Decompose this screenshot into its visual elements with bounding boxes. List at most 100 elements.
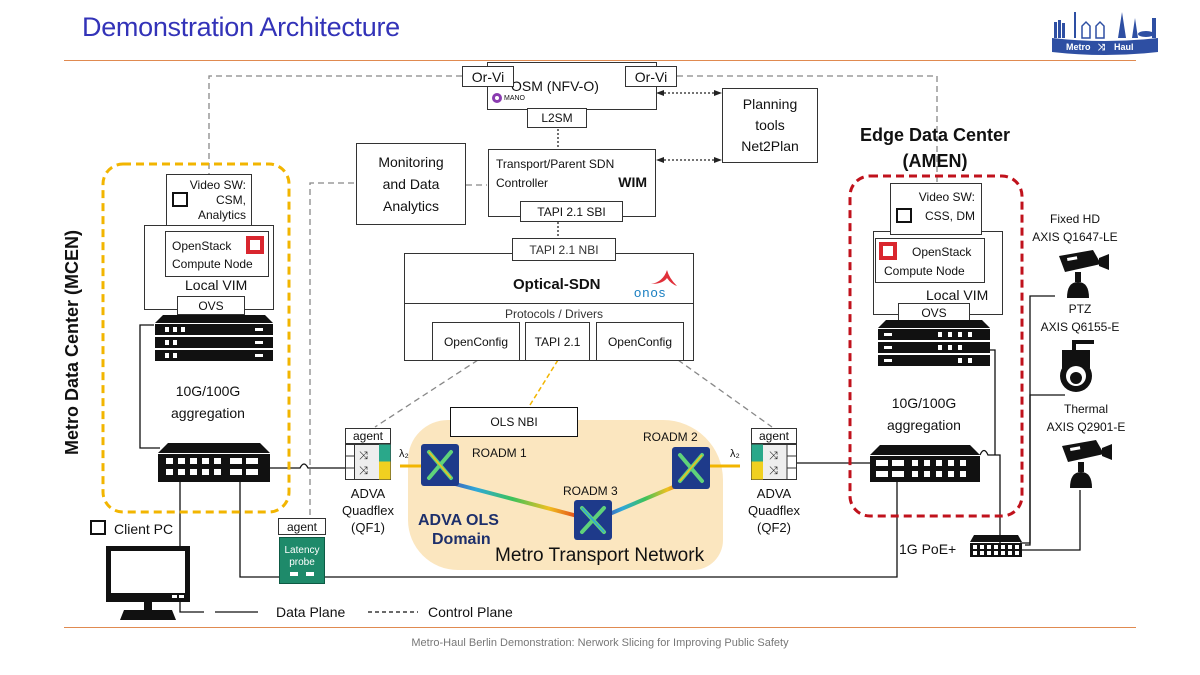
video-monitor-icon [172, 192, 188, 207]
control-link-qf1 [374, 359, 479, 428]
edge-dc-boundary [848, 174, 1024, 518]
edge-aggregation-label: 10G/100G aggregation [868, 392, 980, 436]
roadm-links-layer [400, 461, 740, 520]
link-roadm1-roadm3 [439, 478, 586, 520]
client-pc-icon[interactable] [106, 546, 190, 622]
roadm-2-label: ROADM 2 [643, 430, 698, 444]
edge-aggregation-switch-icon[interactable] [870, 445, 980, 482]
top-divider [64, 60, 1136, 61]
adva-ols-domain-cloud [408, 420, 723, 570]
qf1-label: ADVA Quadflex (QF1) [340, 485, 396, 536]
qf2-line-1: ADVA [756, 486, 792, 501]
video-monitor-icon [896, 208, 912, 223]
tapi-sbi-interface[interactable]: TAPI 2.1 SBI [520, 201, 623, 222]
monitoring-line-1: Monitoring [378, 154, 444, 170]
or-vi-right-interface[interactable]: Or-Vi [625, 66, 677, 87]
camera-thermal-line-2: AXIS Q2901-E [1046, 420, 1126, 434]
or-vi-left-interface[interactable]: Or-Vi [462, 66, 514, 87]
camera-thermal-label: Thermal AXIS Q2901-E [1030, 400, 1142, 436]
driver-tapi[interactable]: TAPI 2.1 [525, 322, 590, 361]
edge-openstack-box[interactable]: OpenStack Compute Node [875, 238, 985, 283]
metro-ovs[interactable]: OVS [177, 296, 245, 315]
svg-text:⤨: ⤨ [769, 465, 778, 477]
qf1-line-2: Quadflex [341, 503, 395, 518]
metro-openstack-line-1: OpenStack [172, 239, 232, 253]
metro-server-stack-icon [155, 315, 273, 361]
client-pc-label: Client PC [114, 521, 174, 537]
wim-line-2: Controller [496, 176, 549, 190]
qf2-agent[interactable]: agent [751, 428, 797, 444]
qf2-transponder-icon[interactable]: ⤨⤨ [751, 444, 797, 480]
data-link-camera-thermal [1020, 490, 1081, 551]
probe-ports-icon [290, 572, 314, 576]
tapi-nbi-interface[interactable]: TAPI 2.1 NBI [512, 238, 616, 261]
qf1-agent[interactable]: agent [345, 428, 391, 444]
metro-openstack-line-2: Compute Node [172, 257, 253, 271]
poe-switch-label: 1G PoE+ [899, 541, 957, 557]
camera-thermal-line-1: Thermal [1063, 402, 1108, 416]
roadm-3-icon[interactable] [574, 500, 612, 540]
control-link-qf2 [677, 359, 773, 428]
openstack-logo-icon [879, 242, 897, 260]
roadm-2-icon[interactable] [672, 447, 710, 489]
qf2-line-3: (QF2) [757, 520, 791, 535]
slide-title: Demonstration Architecture [82, 12, 400, 42]
svg-text:⤨: ⤨ [1098, 42, 1106, 52]
metro-transport-network-label: Metro Transport Network [495, 545, 705, 566]
metro-openstack-box[interactable]: OpenStack Compute Node [165, 231, 269, 277]
latency-probe-device[interactable]: Latency probe [279, 537, 325, 584]
edge-video-sw-box[interactable]: Video SW: CSS, DM [890, 183, 982, 235]
qf2-lambda: λ₂ [730, 448, 740, 460]
edge-agg-line-2: aggregation [887, 417, 961, 433]
fixed-camera-icon[interactable] [1055, 250, 1111, 298]
monitoring-line-3: Analytics [382, 198, 440, 214]
metro-video-line-1: Video SW: [189, 178, 246, 192]
data-link-metro-qf1 [270, 463, 347, 469]
metro-aggregation-label: 10G/100G aggregation [146, 380, 270, 424]
qf1-transponder-icon[interactable]: ⤨⤨ [345, 444, 391, 480]
qf2-label: ADVA Quadflex (QF2) [746, 485, 802, 536]
domain-label-line-1: ADVA OLS [418, 512, 499, 529]
edge-video-line-2: CSS, DM [924, 209, 975, 223]
planning-line-3: Net2Plan [741, 138, 799, 154]
planning-line-2: tools [755, 117, 785, 133]
metro-dc-boundary [101, 162, 291, 514]
driver-openconfig-1[interactable]: OpenConfig [432, 322, 520, 361]
optical-sdn-divider [405, 303, 693, 304]
metro-video-line-3: Analytics [197, 208, 246, 222]
domain-label-line-2: Domain [432, 531, 491, 548]
legend-control-plane: Control Plane [428, 604, 513, 620]
qf2-line-2: Quadflex [747, 503, 801, 518]
control-link-tapi-ols [529, 359, 559, 406]
wim-badge: WIM [618, 174, 647, 190]
roadm-1-icon[interactable] [421, 444, 459, 486]
thermal-camera-icon[interactable] [1058, 440, 1114, 488]
svg-text:⤨: ⤨ [359, 465, 368, 477]
planning-tools-box[interactable]: Planning tools Net2Plan [722, 88, 818, 163]
l2sm-interface[interactable]: L2SM [527, 108, 587, 128]
monitoring-analytics-box[interactable]: Monitoring and Data Analytics [356, 143, 466, 225]
ols-nbi-interface[interactable]: OLS NBI [450, 407, 578, 437]
mano-ring-icon [492, 93, 502, 103]
edge-dc-label-line-2: (AMEN) [902, 151, 968, 171]
logo-text-haul: Haul [1114, 42, 1134, 52]
edge-dc-label: Edge Data Center (AMEN) [845, 122, 1025, 174]
poe-switch-icon[interactable] [970, 535, 1022, 557]
ptz-camera-icon[interactable] [1058, 340, 1094, 395]
monitoring-line-2: and Data [382, 176, 440, 192]
osm-mano-logo: MANO [492, 93, 525, 103]
metro-video-sw-box[interactable]: Video SW: CSM, Analytics [166, 174, 252, 226]
control-link-orvi-edge [657, 75, 938, 183]
qf1-lambda: λ₂ [399, 448, 409, 460]
edge-video-line-1: Video SW: [918, 190, 975, 204]
qf1-line-1: ADVA [350, 486, 386, 501]
slide-footer: Metro-Haul Berlin Demonstration: Nerwork… [411, 637, 789, 649]
probe-agent[interactable]: agent [278, 518, 326, 535]
metro-haul-logo: Metro ⤨ Haul [1048, 8, 1162, 56]
planning-line-1: Planning [742, 96, 798, 112]
optical-sdn-label: Optical-SDN [513, 276, 601, 293]
driver-openconfig-2[interactable]: OpenConfig [596, 322, 684, 361]
metro-aggregation-switch-icon[interactable] [158, 443, 270, 482]
wim-controller-box[interactable]: Transport/Parent SDN Controller WIM [488, 149, 656, 217]
edge-openstack-line-2: Compute Node [884, 264, 965, 278]
